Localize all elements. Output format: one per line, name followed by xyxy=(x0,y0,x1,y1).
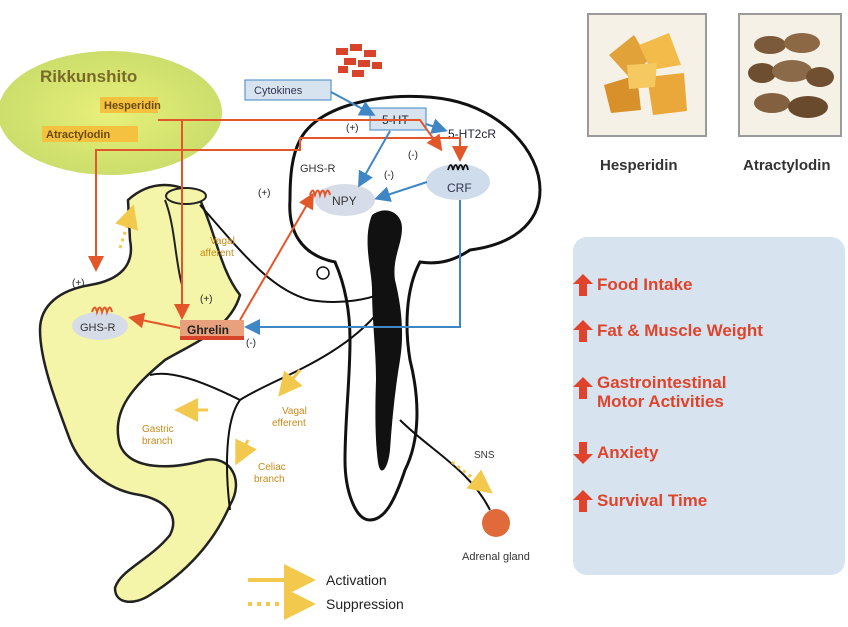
minus-crf-label: (-) xyxy=(408,150,418,161)
celiac-branch-label: Celiac branch xyxy=(254,462,289,485)
atractylodin-photo-label: Atractylodin xyxy=(743,157,831,174)
esophagus-top xyxy=(166,188,206,204)
crf-label: CRF xyxy=(447,181,472,195)
plus-5ht-label: (+) xyxy=(346,123,359,134)
arrow-down-icon xyxy=(573,442,593,464)
arrow-up-icon xyxy=(573,490,593,512)
effect-fat-muscle: Fat & Muscle Weight xyxy=(597,321,763,340)
ghrelin-label: Ghrelin xyxy=(187,323,229,337)
gastric-nerve xyxy=(150,374,240,400)
rikkunshito-label: Rikkunshito xyxy=(40,67,137,86)
sns-nerve xyxy=(400,420,490,510)
activation-arrow-celiac xyxy=(238,440,248,460)
gastric-branch-label: Gastric branch xyxy=(142,424,176,447)
hesperidin-photo-label: Hesperidin xyxy=(600,157,678,174)
plus-gut-label: (+) xyxy=(72,278,85,289)
effect-survival-time: Survival Time xyxy=(597,491,707,510)
molecule-icon xyxy=(336,44,382,77)
vagal-efferent-label: Vagal efferent xyxy=(272,406,310,429)
effect-food-intake: Food Intake xyxy=(597,275,692,294)
hesperidin-tag-label: Hesperidin xyxy=(104,100,161,112)
atractylodin-photo xyxy=(738,13,842,137)
npy-label: NPY xyxy=(332,194,357,208)
plus-ghrelin-label: (+) xyxy=(200,294,213,305)
legend-activation-label: Activation xyxy=(326,572,387,588)
ghsr-brain-label: GHS-R xyxy=(300,163,336,175)
atractylodin-tag-label: Atractylodin xyxy=(46,129,110,141)
effect-anxiety: Anxiety xyxy=(597,443,658,462)
adrenal-gland xyxy=(482,509,510,537)
effects-panel: Food Intake Fat & Muscle Weight Gastroin… xyxy=(573,237,845,575)
suppression-arrow-sns xyxy=(452,462,488,490)
adrenal-gland-label: Adrenal gland xyxy=(462,551,530,563)
effect-food-intake-label: Food Intake xyxy=(597,275,692,294)
effect-gi-motor: Gastrointestinal Motor Activities xyxy=(597,373,726,411)
plus-ghsr-brain-label: (+) xyxy=(258,188,271,199)
nerve-ganglion xyxy=(317,267,329,279)
effect-anxiety-label: Anxiety xyxy=(597,443,658,462)
effect-fat-muscle-label: Fat & Muscle Weight xyxy=(597,321,763,340)
legend-suppression-label: Suppression xyxy=(326,596,404,612)
sns-label: SNS xyxy=(474,450,495,461)
arrow-up-icon xyxy=(573,274,593,296)
arrow-up-icon xyxy=(573,377,593,399)
hesperidin-photo xyxy=(587,13,707,137)
cytokines-label: Cytokines xyxy=(254,85,303,97)
minus-ghrelin-label: (-) xyxy=(246,338,256,349)
effect-gi-motor-line1: Gastrointestinal xyxy=(597,373,726,392)
minus-5ht-label: (-) xyxy=(384,170,394,181)
arrow-up-icon xyxy=(573,320,593,342)
arrow-ghrelin-ghsr-brain xyxy=(240,196,312,320)
ghsr-gut-label: GHS-R xyxy=(80,322,116,334)
effect-gi-motor-line2: Motor Activities xyxy=(597,392,726,411)
effect-survival-time-label: Survival Time xyxy=(597,491,707,510)
